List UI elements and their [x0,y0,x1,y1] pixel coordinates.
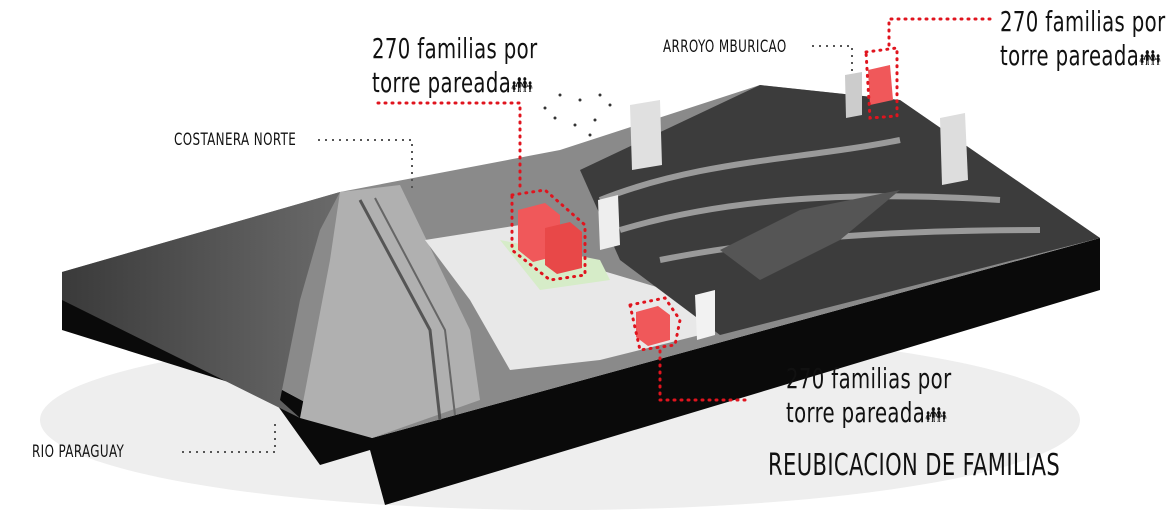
slab-front [62,238,1100,505]
diagram-title: REUBICACION DE FAMILIAS [768,448,1061,483]
red-tower-south [636,306,670,346]
callout-line1: 270 familias por [1000,5,1166,38]
callout-lines [376,17,992,402]
callout-south: 270 familias por torre pareada👪︎ [786,362,952,433]
white-tower [695,290,715,340]
callout-west: 270 familias por torre pareada👪︎ [372,32,538,103]
label-costanera-norte: COSTANERA NORTE [174,130,297,150]
family-icon: 👪︎ [925,403,948,428]
callout-line2: torre pareada [1000,39,1140,72]
family-icon: 👪︎ [1139,46,1162,71]
birds [543,93,612,137]
callout-line2: torre pareada [372,66,512,99]
leader-lines [182,45,853,453]
white-tower [598,195,620,250]
callout-line2: torre pareada [786,396,926,429]
label-arroyo-mburicao: ARROYO MBURICAO [663,37,787,57]
river-water [62,192,340,418]
label-rio-paraguay: RIO PARAGUAY [32,442,125,462]
white-tower [845,72,862,118]
family-icon: 👪︎ [511,73,534,98]
red-tower-west [518,203,582,274]
red-tower-north [868,65,893,105]
white-tower [630,100,662,170]
plaza [425,225,700,370]
callout-north: 270 familias por torre pareada👪︎ [1000,5,1166,76]
callout-line1: 270 familias por [786,362,952,395]
callout-line1: 270 familias por [372,32,538,65]
white-tower [940,113,968,185]
